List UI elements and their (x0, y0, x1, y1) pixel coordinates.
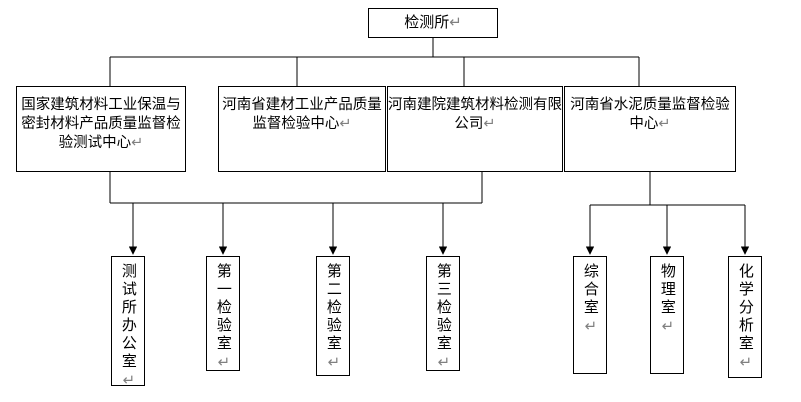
node-unit-5-label: 综合室↵ (581, 263, 600, 338)
node-division-1-label: 国家建筑材料工业保温与密封材料产品质量监督检验测试中心↵ (21, 97, 181, 152)
node-unit-2-label: 第一检验室↵ (214, 263, 233, 374)
node-unit-7[interactable]: 化学分析室↵ (728, 256, 762, 378)
node-division-2[interactable]: 河南省建材工业产品质量监督检验中心↵ (218, 86, 386, 172)
node-unit-3[interactable]: 第二检验室↵ (316, 256, 350, 376)
node-unit-6[interactable]: 物理室↵ (650, 256, 684, 374)
node-unit-6-label: 物理室↵ (658, 263, 677, 338)
node-unit-1[interactable]: 测试所办公室↵ (111, 256, 145, 392)
node-division-3-label: 河南建院建筑材料检测有限公司↵ (388, 97, 562, 133)
node-root-label: 检测所↵ (404, 13, 462, 32)
node-unit-3-label: 第二检验室↵ (324, 263, 343, 374)
node-unit-1-label: 测试所办公室↵ (119, 263, 138, 392)
node-unit-2[interactable]: 第一检验室↵ (206, 256, 240, 374)
node-unit-5[interactable]: 综合室↵ (573, 256, 607, 374)
node-unit-4-label: 第三检验室↵ (434, 263, 453, 374)
node-root[interactable]: 检测所↵ (368, 8, 498, 38)
node-division-3[interactable]: 河南建院建筑材料检测有限公司↵ (387, 86, 563, 172)
node-division-4-label: 河南省水泥质量监督检验中心↵ (570, 97, 730, 133)
node-unit-7-label: 化学分析室↵ (736, 263, 755, 374)
node-division-4[interactable]: 河南省水泥质量监督检验中心↵ (564, 86, 736, 172)
node-division-1[interactable]: 国家建筑材料工业保温与密封材料产品质量监督检验测试中心↵ (16, 86, 186, 172)
node-division-2-label: 河南省建材工业产品质量监督检验中心↵ (222, 97, 382, 133)
node-unit-4[interactable]: 第三检验室↵ (426, 256, 460, 374)
